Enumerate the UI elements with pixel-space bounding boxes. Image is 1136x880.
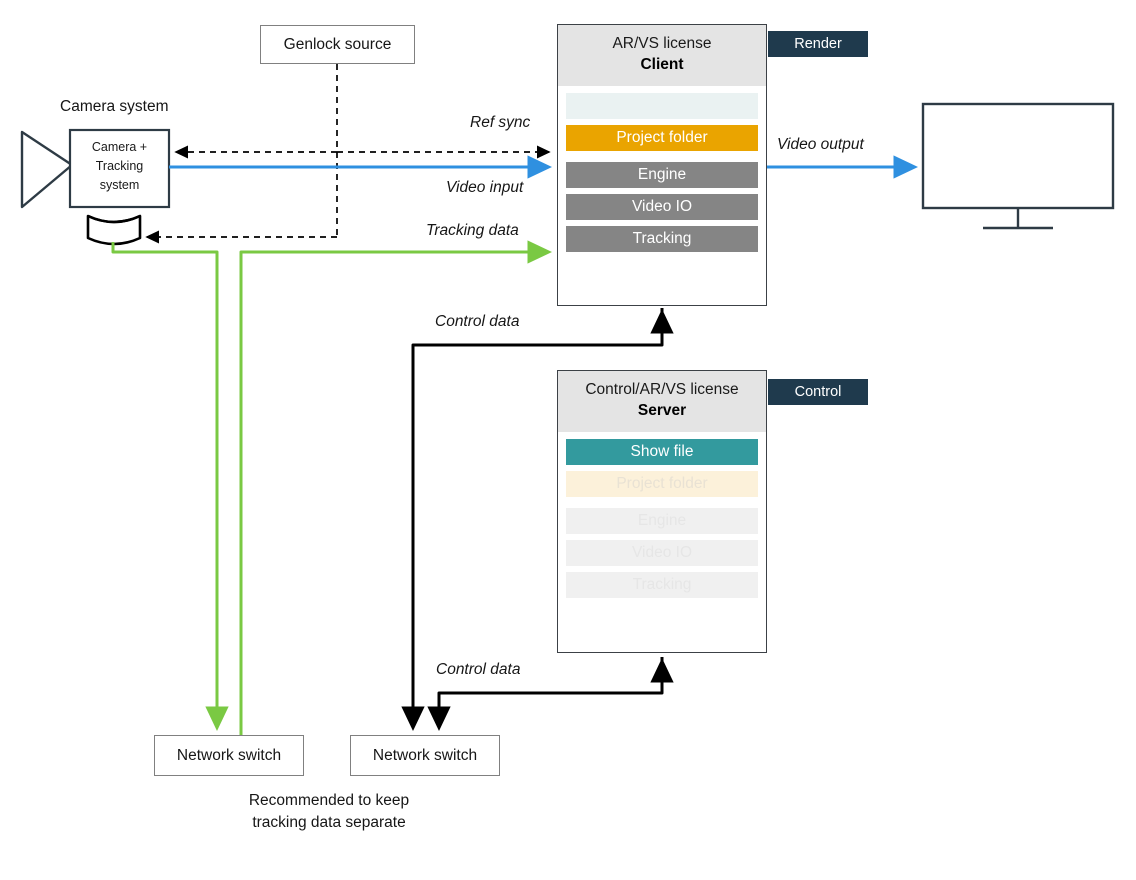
control-badge-label: Control (794, 384, 842, 400)
ref-sync-label: Ref sync (470, 114, 531, 131)
server-row-video-io[interactable]: Video IO (566, 539, 758, 566)
server-row-tracking[interactable]: Tracking (566, 571, 758, 598)
client-role-label: Client (640, 55, 684, 73)
server-license-label: Control/AR/VS license (585, 381, 739, 398)
client-row-project-folder[interactable]: Project folder (566, 124, 758, 151)
server-role-label: Server (637, 401, 687, 419)
client-row-engine[interactable]: Engine (566, 161, 758, 188)
video-output-label: Video output (777, 136, 864, 153)
control-data-label-top: Control data (435, 313, 520, 330)
client-row-tracking[interactable]: Tracking (566, 225, 758, 252)
camera-body-line-1: Camera + (91, 140, 148, 154)
monitor-icon (921, 102, 1115, 230)
client-license-label: AR/VS license (612, 35, 712, 52)
tracking-separate-note: Recommended to keep tracking data separa… (174, 790, 484, 833)
control-data-label-bottom: Control data (436, 661, 521, 678)
server-header: Control/AR/VS license Server (558, 371, 766, 432)
control-badge: Control (768, 379, 868, 405)
server-row-show-file[interactable]: Show file (566, 438, 758, 465)
server-row-engine[interactable]: Engine (566, 507, 758, 534)
render-badge: Render (768, 31, 868, 57)
render-badge-label: Render (794, 36, 842, 52)
network-switch-right-label: Network switch (372, 746, 478, 764)
client-panel[interactable]: AR/VS license Client Project folder Engi… (557, 24, 767, 306)
genlock-source-box[interactable]: Genlock source (260, 25, 415, 64)
server-panel[interactable]: Control/AR/VS license Server Show file P… (557, 370, 767, 653)
video-input-label: Video input (446, 179, 524, 196)
genlock-source-label: Genlock source (283, 35, 392, 53)
camera-body-label: Camera + Tracking system (70, 138, 169, 194)
client-header: AR/VS license Client (558, 25, 766, 86)
network-switch-right[interactable]: Network switch (350, 735, 500, 776)
tracking-data-connector-down (111, 242, 229, 732)
client-row-list: Project folder Engine Video IO Tracking (558, 86, 766, 260)
camera-body-line-2: Tracking (95, 158, 144, 173)
server-row-list: Show file Project folder Engine Video IO… (558, 432, 766, 606)
tracking-separate-note-line-1: Recommended to keep (248, 792, 410, 809)
network-switch-left[interactable]: Network switch (154, 735, 304, 776)
client-row-video-io[interactable]: Video IO (566, 193, 758, 220)
client-row-blank[interactable] (566, 92, 758, 119)
camera-system-caption: Camera system (60, 98, 169, 115)
network-switch-left-label: Network switch (176, 746, 282, 764)
tracking-data-label: Tracking data (426, 222, 519, 239)
camera-body-line-3: system (99, 177, 140, 192)
genlock-connector (145, 64, 551, 244)
tracking-separate-note-line-2: tracking data separate (252, 813, 406, 831)
server-row-project-folder[interactable]: Project folder (566, 470, 758, 497)
